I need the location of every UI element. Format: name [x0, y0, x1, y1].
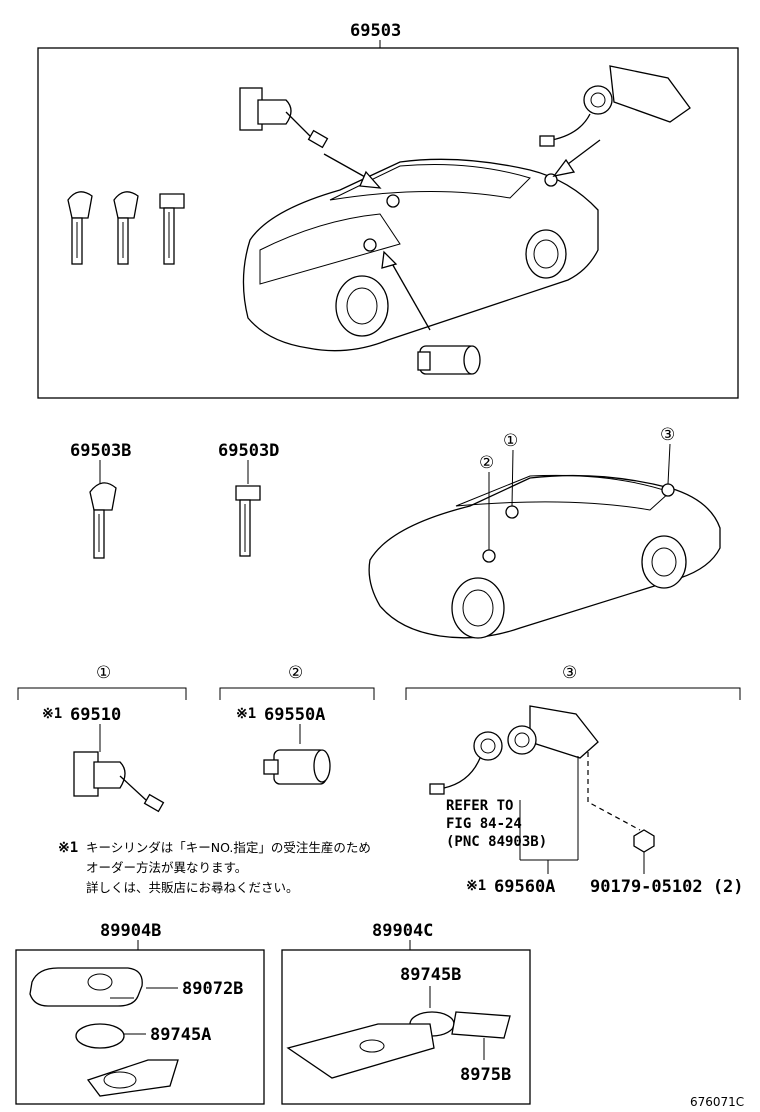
- note-line-1: キーシリンダは「キーNO.指定」の受注生産のため: [86, 840, 371, 855]
- key-icon: [67, 191, 93, 265]
- group-2-bracket: [219, 687, 375, 700]
- car-illustration: [368, 474, 721, 639]
- remote-key-icon: [29, 967, 143, 1007]
- note-mark: ※1: [466, 878, 486, 894]
- label-sheet-icon: [451, 1011, 511, 1039]
- key-icon: [235, 485, 261, 557]
- group-1-bracket: [17, 687, 187, 700]
- note-line-3: 詳しくは、共販店にお尋ねください。: [86, 880, 299, 895]
- battery-icon: [75, 1023, 125, 1049]
- callout-2: ②: [479, 453, 494, 473]
- refer-line-1[interactable]: REFER TO: [446, 798, 513, 814]
- trunk-cylinder-icon: [507, 705, 599, 759]
- assembly-box-69503: [37, 47, 739, 399]
- part-number-69510[interactable]: 69510: [70, 705, 121, 725]
- part-number-89072B[interactable]: 89072B: [182, 979, 243, 999]
- part-number-90179-05102[interactable]: 90179-05102 (2): [590, 877, 744, 897]
- key-icon: [113, 191, 139, 265]
- note-mark: ※1: [236, 706, 256, 722]
- note-mark: ※1: [58, 840, 78, 856]
- callout-3: ③: [660, 425, 675, 445]
- note-line-2: オーダー方法が異なります。: [86, 860, 247, 875]
- arrow-icon: [389, 259, 431, 331]
- part-number-69560A[interactable]: 69560A: [494, 877, 555, 897]
- kit-box-89904C: [281, 949, 531, 1105]
- part-number-69503D[interactable]: 69503D: [218, 441, 279, 461]
- bolt-icon: [633, 829, 655, 853]
- group-3-number: ③: [562, 663, 577, 683]
- part-number-89904C[interactable]: 89904C: [372, 921, 433, 941]
- ignition-cylinder-icon: [239, 87, 329, 149]
- key-icon: [159, 193, 185, 265]
- door-cylinder-icon: [417, 345, 481, 375]
- trunk-cylinder-icon: [539, 65, 691, 147]
- group-2-number: ②: [288, 663, 303, 683]
- refer-line-3[interactable]: (PNC 84903B): [446, 834, 547, 850]
- card-key-icon: [286, 1023, 435, 1079]
- callout-1: ①: [503, 431, 518, 451]
- group-3-bracket: [405, 687, 741, 700]
- group-1-number: ①: [96, 663, 111, 683]
- key-icon: [89, 482, 117, 559]
- part-number-89745B[interactable]: 89745B: [400, 965, 461, 985]
- part-number-69503[interactable]: 69503: [350, 21, 401, 41]
- part-number-89904B[interactable]: 89904B: [100, 921, 161, 941]
- part-number-89745A[interactable]: 89745A: [150, 1025, 211, 1045]
- key-cover-icon: [86, 1059, 179, 1097]
- note-mark: ※1: [42, 706, 62, 722]
- figure-id: 676071C: [690, 1095, 744, 1109]
- ignition-cylinder-icon: [73, 751, 165, 813]
- kit-box-89904B: [15, 949, 265, 1105]
- refer-line-2[interactable]: FIG 84-24: [446, 816, 522, 832]
- part-number-69550A[interactable]: 69550A: [264, 705, 325, 725]
- connector-icon: [429, 731, 503, 795]
- part-number-8975B[interactable]: 8975B: [460, 1065, 511, 1085]
- door-cylinder-icon: [263, 749, 331, 785]
- part-number-69503B[interactable]: 69503B: [70, 441, 131, 461]
- car-illustration: [242, 158, 599, 352]
